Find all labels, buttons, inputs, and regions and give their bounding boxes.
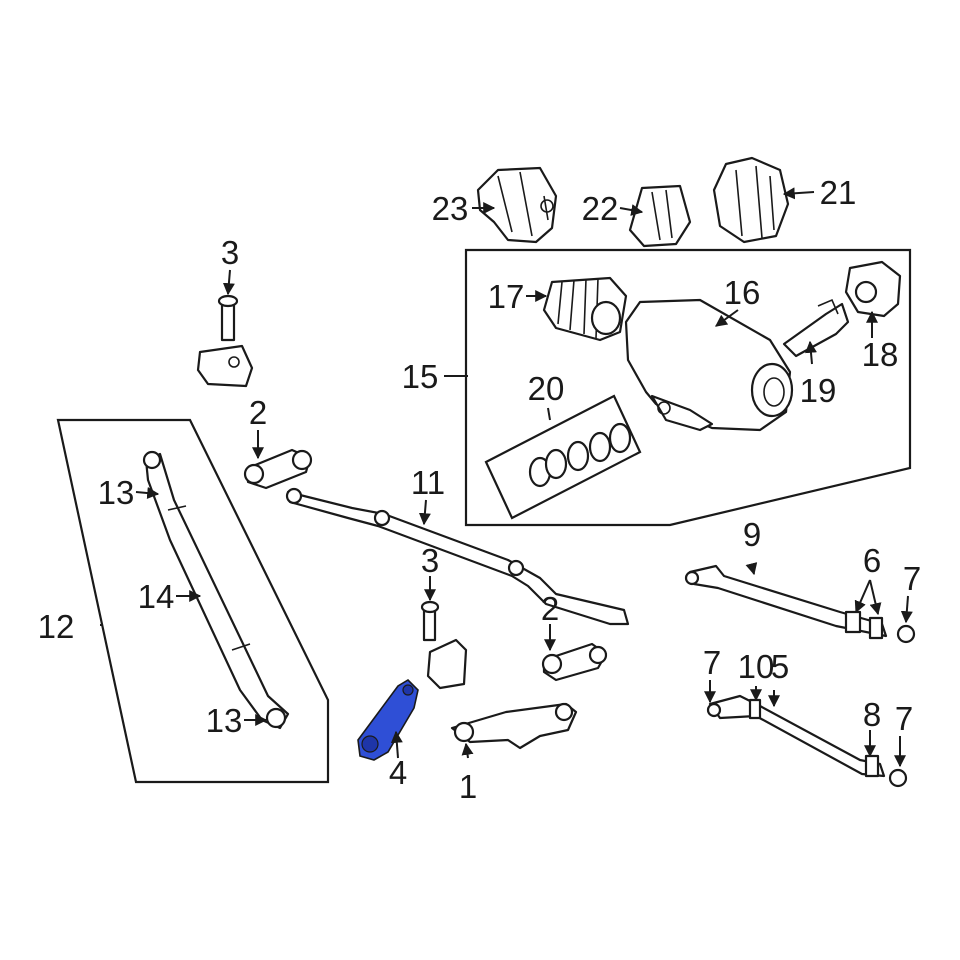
callout-1[interactable]: 1	[459, 768, 477, 805]
callout-18[interactable]: 18	[862, 336, 899, 373]
splash-shield-22[interactable]	[628, 184, 692, 248]
callout-3-upper[interactable]: 3	[221, 234, 239, 271]
pitman-arm-1[interactable]	[450, 702, 578, 750]
callout-2-lower[interactable]: 2	[541, 590, 559, 627]
splash-shield-21[interactable]	[712, 156, 790, 244]
bolt-and-bracket-3-lower[interactable]	[420, 600, 468, 690]
callout-2-upper[interactable]: 2	[249, 394, 267, 431]
callout-7-right-lower[interactable]: 7	[895, 700, 913, 737]
idler-arm-2-upper[interactable]	[243, 448, 313, 490]
callout-20[interactable]: 20	[528, 370, 565, 407]
splash-shield-23[interactable]	[476, 166, 558, 244]
callout-8[interactable]: 8	[863, 696, 881, 733]
callout-10[interactable]: 10	[738, 648, 775, 685]
callout-15[interactable]: 15	[402, 358, 439, 395]
seal-kit-20[interactable]	[484, 394, 642, 520]
callout-21[interactable]: 21	[820, 174, 857, 211]
callout-11[interactable]: 11	[411, 464, 445, 501]
idler-arm-2-lower[interactable]	[541, 642, 608, 682]
steering-arm-4-highlighted[interactable]	[357, 678, 419, 761]
callout-labels: 1 2 2 3 3 4 5 6 7 7 7 8 9 10 11 12 13 13…	[38, 174, 922, 805]
mount-18[interactable]	[844, 260, 902, 318]
callout-23[interactable]: 23	[432, 190, 469, 227]
callout-7-right-upper[interactable]: 7	[903, 560, 921, 597]
callout-14[interactable]: 14	[138, 578, 175, 615]
callout-16[interactable]: 16	[724, 274, 761, 311]
steering-gear-16[interactable]	[624, 298, 794, 432]
callout-13-lower[interactable]: 13	[206, 702, 243, 739]
callout-12[interactable]: 12	[38, 608, 75, 645]
tie-rod-9[interactable]	[684, 564, 916, 644]
callout-3-lower[interactable]: 3	[421, 542, 439, 579]
callout-19[interactable]: 19	[800, 372, 837, 409]
callout-4[interactable]: 4	[389, 754, 407, 791]
steering-gear-assembly-frame	[464, 248, 912, 527]
callout-17[interactable]: 17	[488, 278, 525, 315]
bolt-and-bracket-3-upper[interactable]	[196, 294, 254, 388]
callout-22[interactable]: 22	[582, 190, 619, 227]
callout-13-upper[interactable]: 13	[98, 474, 135, 511]
sensor-19[interactable]	[782, 298, 850, 358]
callout-5[interactable]: 5	[771, 648, 789, 685]
drag-link-14[interactable]	[142, 450, 290, 730]
boot-17[interactable]	[542, 276, 628, 342]
callout-7-left[interactable]: 7	[703, 644, 721, 681]
drag-link-assembly-frame	[56, 418, 330, 784]
callout-6[interactable]: 6	[863, 542, 881, 579]
callout-9[interactable]: 9	[743, 516, 761, 553]
leader-lines	[100, 187, 913, 768]
center-link-11[interactable]	[285, 487, 630, 626]
